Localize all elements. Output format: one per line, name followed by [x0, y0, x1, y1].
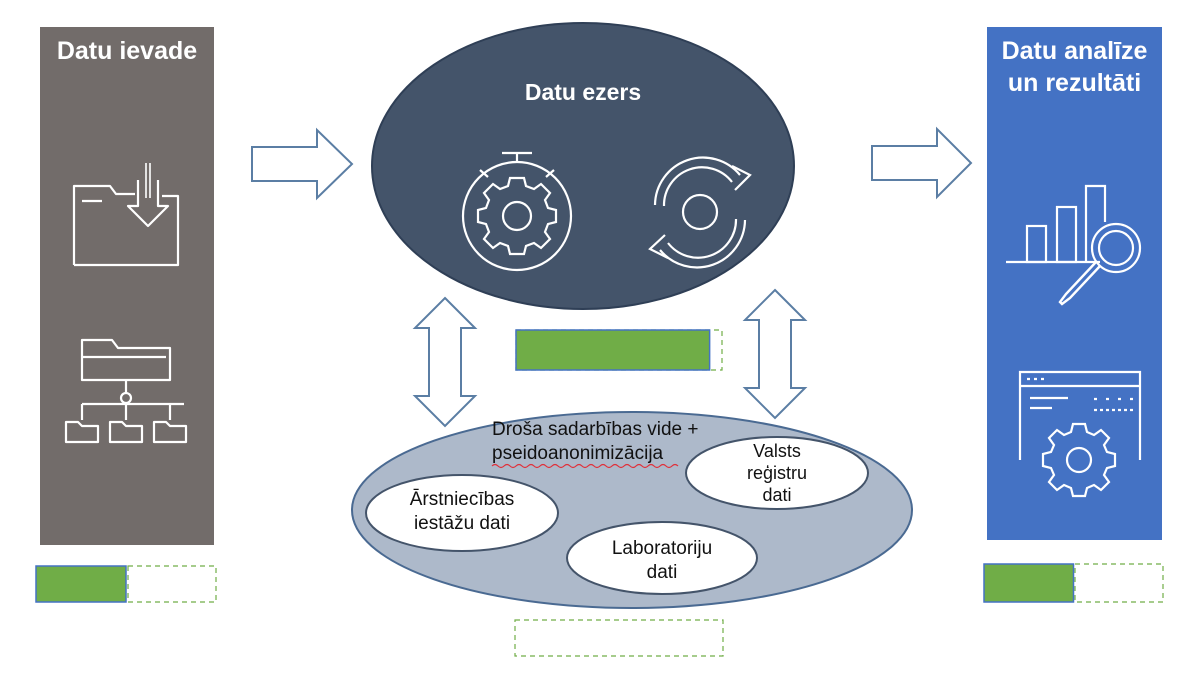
lab-data-label: Laboratoriju dati — [582, 537, 742, 585]
medical-data-label: Ārstniecības iestāžu dati — [382, 488, 542, 536]
progress-right — [983, 563, 1164, 603]
lab-data-label-line1: Laboratoriju — [611, 538, 713, 559]
folder-download-icon — [72, 163, 180, 267]
registry-data-label-line3: dati — [762, 485, 792, 505]
data-lake-ellipse — [371, 22, 795, 310]
progress-left — [35, 565, 217, 603]
bar-chart-magnifier-icon — [1006, 184, 1142, 306]
secure-environment-title-line1: Droša sadarbības vide + — [492, 419, 699, 440]
medical-data-ellipse — [365, 474, 559, 552]
lab-data-ellipse — [566, 521, 758, 595]
registry-data-ellipse — [685, 436, 869, 510]
registry-data-label: Valsts reģistru dati — [717, 440, 837, 506]
arrow-input-to-lake — [251, 127, 354, 201]
medical-data-label-line1: Ārstniecības — [409, 489, 515, 510]
medical-data-label-line2: iestāžu dati — [413, 513, 511, 534]
data-analysis-title-line1: Datu analīze — [1001, 37, 1148, 65]
spellcheck-underline — [491, 463, 679, 469]
browser-gear-icon — [1018, 370, 1142, 498]
progress-center — [515, 329, 723, 371]
double-arrow-left — [412, 296, 478, 428]
secure-environment-title-line2: pseidoanonimizācija — [492, 443, 664, 464]
refresh-cycle-icon — [648, 156, 752, 269]
secure-environment-title: Droša sadarbības vide + pseidoanonimizāc… — [480, 418, 742, 466]
registry-data-label-line2: reģistru — [746, 463, 808, 483]
data-analysis-panel: Datu analīze un rezultāti — [987, 27, 1162, 540]
lab-data-label-line2: dati — [646, 562, 678, 583]
stopwatch-gear-icon — [461, 151, 573, 272]
registry-data-label-line1: Valsts — [753, 441, 801, 461]
data-analysis-title-line2: un rezultāti — [1007, 69, 1142, 97]
double-arrow-right — [742, 288, 808, 420]
progress-bottom — [514, 619, 724, 657]
data-analysis-title: Datu analīze un rezultāti — [987, 27, 1162, 99]
data-input-panel: Datu ievade — [40, 27, 214, 545]
data-lake-title: Datu ezers — [524, 79, 642, 105]
data-input-title: Datu ievade — [56, 37, 198, 65]
arrow-lake-to-analysis — [871, 126, 973, 200]
folder-network-icon — [64, 338, 188, 444]
